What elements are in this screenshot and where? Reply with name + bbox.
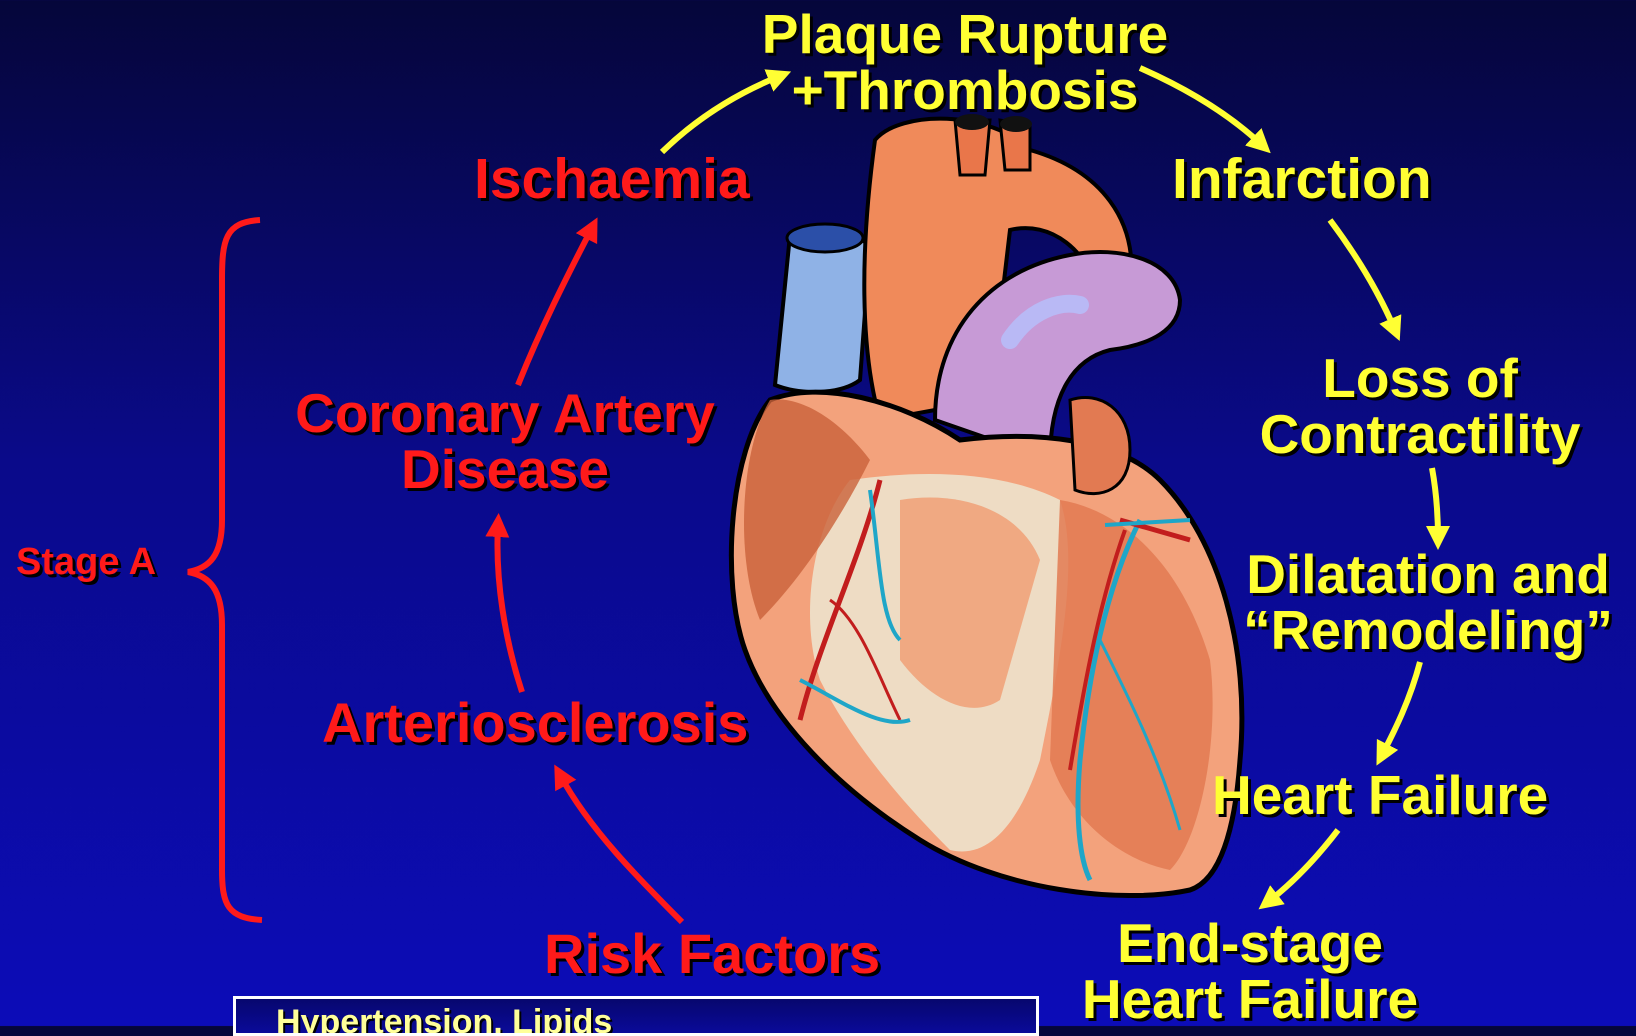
label-dilatation-line1: Dilatation and — [1228, 546, 1628, 602]
arrow-loss-to-dilatation — [1432, 468, 1438, 538]
left-chain-arrows — [497, 228, 682, 922]
label-loss-of-contractility: Loss of Contractility — [1240, 350, 1600, 462]
label-endstage-line1: End-stage — [1050, 915, 1450, 971]
arrow-infarction-to-loss — [1330, 220, 1395, 330]
label-dilatation-remodeling: Dilatation and “Remodeling” — [1228, 546, 1628, 658]
arrow-dilatation-to-heart-failure — [1382, 662, 1420, 755]
label-heart-failure: Heart Failure — [1212, 767, 1548, 823]
label-cad-line2: Disease — [280, 441, 730, 497]
label-ischaemia: Ischaemia — [474, 150, 750, 208]
arrow-arteriosclerosis-to-cad — [497, 525, 522, 692]
label-plaque-line2: +Thrombosis — [740, 62, 1190, 118]
arrow-cad-to-ischaemia — [518, 228, 592, 385]
label-loss-line2: Contractility — [1240, 406, 1600, 462]
label-arteriosclerosis: Arteriosclerosis — [322, 694, 748, 751]
stage-a-brace — [188, 220, 262, 920]
label-loss-line1: Loss of — [1240, 350, 1600, 406]
label-dilatation-line2: “Remodeling” — [1228, 602, 1628, 658]
label-infarction: Infarction — [1172, 150, 1432, 208]
risk-factors-box-text: Hypertension, Lipids — [276, 1003, 612, 1036]
label-stage-a: Stage A — [16, 543, 156, 582]
label-plaque-rupture-thrombosis: Plaque Rupture +Thrombosis — [740, 6, 1190, 118]
risk-factors-box: Hypertension, Lipids — [233, 996, 1039, 1036]
arrow-risk-to-arteriosclerosis — [560, 775, 682, 922]
label-plaque-line1: Plaque Rupture — [740, 6, 1190, 62]
label-end-stage-heart-failure: End-stage Heart Failure — [1050, 915, 1450, 1027]
heart-illustration — [731, 114, 1242, 896]
label-coronary-artery-disease: Coronary Artery Disease — [280, 385, 730, 497]
label-endstage-line2: Heart Failure — [1050, 971, 1450, 1027]
arrow-heart-failure-to-endstage — [1268, 830, 1338, 902]
label-risk-factors: Risk Factors — [544, 925, 880, 982]
label-cad-line1: Coronary Artery — [280, 385, 730, 441]
